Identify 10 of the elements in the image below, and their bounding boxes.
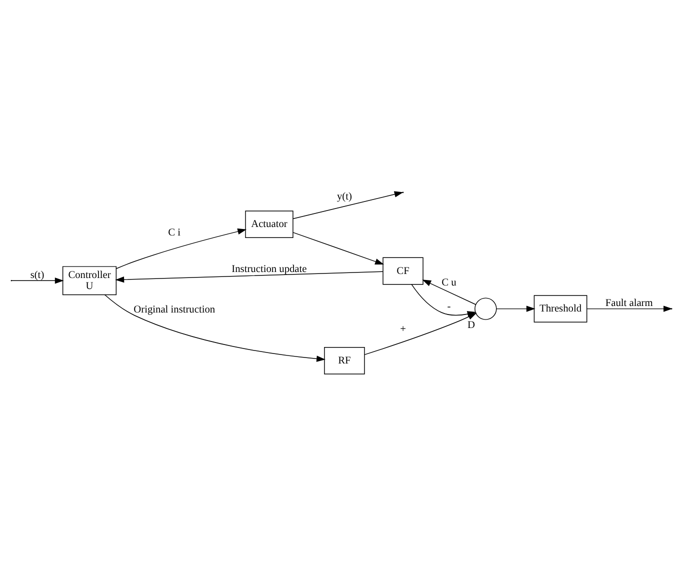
edge-label: y(t) [336, 191, 352, 202]
edge-label: s(t) [30, 270, 44, 281]
edge-label: Original instruction [134, 304, 216, 316]
edge-label: Fault alarm [605, 298, 653, 309]
edge-label: C i [168, 228, 181, 239]
edge-label: + [400, 324, 406, 335]
node-label: D [467, 320, 475, 331]
edge-label: Instruction update [232, 264, 307, 275]
edge-label: C u [442, 277, 456, 288]
edge-label: - [447, 302, 451, 313]
